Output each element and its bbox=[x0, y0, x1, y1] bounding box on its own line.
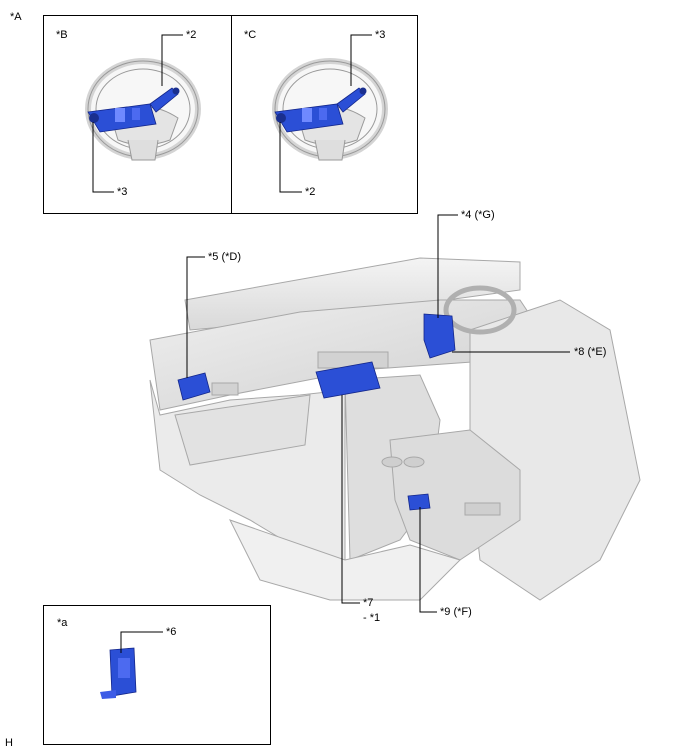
callout-1: - *1 bbox=[363, 612, 381, 624]
panel-a-box bbox=[43, 605, 271, 745]
footer-mark: H bbox=[5, 737, 13, 749]
combination-switch-b bbox=[87, 87, 180, 133]
interior-parts bbox=[177, 313, 456, 511]
callout-5: *5 (*D) bbox=[208, 251, 242, 263]
panel-a-leader bbox=[120, 631, 163, 653]
interior-leaders bbox=[186, 214, 570, 613]
panel-leaders bbox=[92, 34, 372, 193]
panel-b-label: *B bbox=[56, 29, 68, 41]
panel-c-callout-top: *3 bbox=[375, 29, 386, 41]
panel-a-part bbox=[100, 647, 137, 699]
callout-8: *8 (*E) bbox=[574, 346, 607, 358]
vehicle-interior bbox=[149, 257, 641, 601]
panel-c-label: *C bbox=[244, 29, 257, 41]
panel-a-callout: *6 bbox=[166, 626, 177, 638]
panel-b-callout-bottom: *3 bbox=[117, 186, 128, 198]
panel-a-label: *a bbox=[57, 617, 68, 629]
callout-7: *7 bbox=[363, 597, 374, 609]
figure-label: *A bbox=[10, 11, 22, 23]
panel-c-callout-bottom: *2 bbox=[305, 186, 316, 198]
combination-switch-c bbox=[274, 87, 367, 133]
panel-b-callout-top: *2 bbox=[186, 29, 197, 41]
panel-c-box bbox=[231, 15, 418, 214]
callout-4: *4 (*G) bbox=[461, 209, 495, 221]
callout-9: *9 (*F) bbox=[440, 606, 472, 618]
